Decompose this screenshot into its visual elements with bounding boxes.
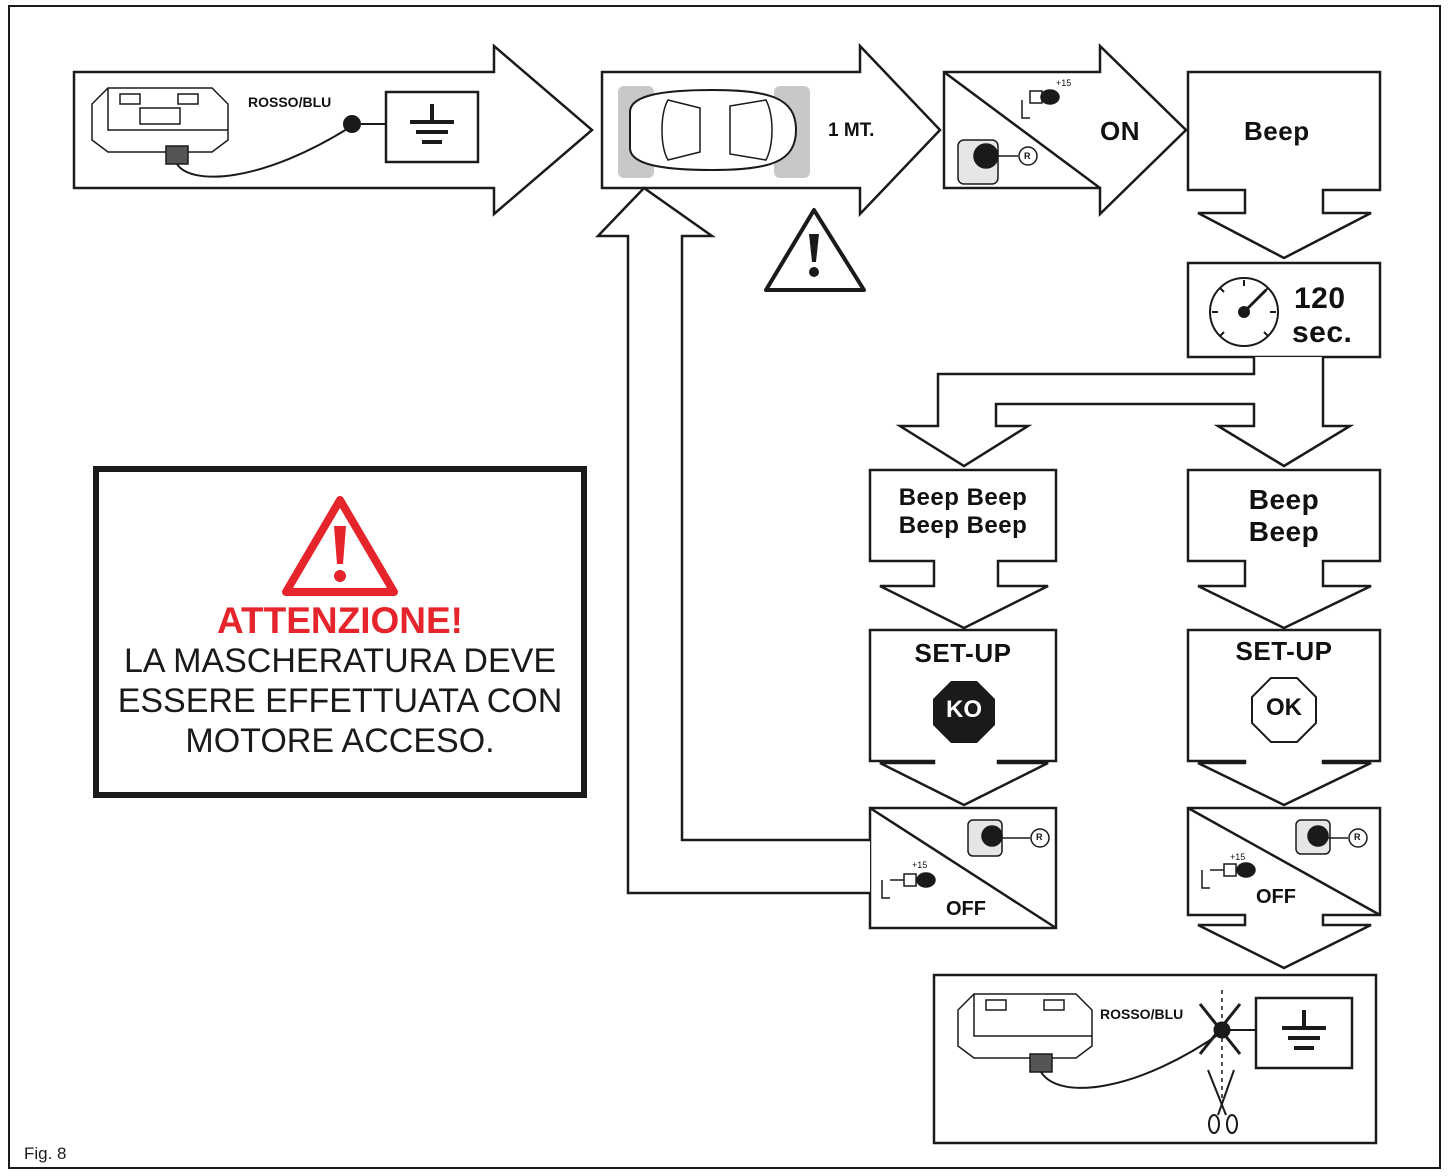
ground-icon-bottom: [1282, 1010, 1326, 1050]
gear-shifter-icon-on: [957, 139, 1038, 185]
warning-triangle-icon: [764, 208, 866, 292]
timer-gauge-icon: [1209, 277, 1279, 347]
branch-arrow-left: [895, 357, 1355, 468]
gear-r-off-right: R: [1354, 832, 1361, 842]
gear-r-off-left: R: [1036, 832, 1043, 842]
figure-frame: [8, 5, 1441, 1169]
scissors-icon: [1207, 1069, 1238, 1134]
ok-octagon-icon: [1251, 677, 1317, 743]
warning-title: ATTENZIONE!: [217, 600, 463, 641]
ground-icon: [410, 104, 454, 144]
ground-box-bottom: [1254, 996, 1354, 1070]
car-icon: [618, 86, 810, 178]
step-beep4-arrow: [868, 468, 1058, 630]
beep4-label: Beep Beep Beep Beep: [898, 484, 1028, 539]
gear-r-on: R: [1024, 151, 1031, 161]
ko-octagon-icon: [933, 681, 995, 743]
key-label-off-left: +15: [912, 860, 928, 870]
timer-unit: sec.: [1292, 316, 1353, 349]
setup-ko-title: SET-UP: [914, 638, 1012, 668]
loop-back-arrow: [595, 186, 870, 895]
step-ignition-on-arrow: [942, 43, 1188, 217]
ignition-off-left-label: OFF: [946, 898, 986, 920]
control-unit-icon-bottom: [957, 993, 1223, 1089]
key-label-on: +15: [1056, 78, 1072, 88]
beep-label: Beep: [1244, 116, 1310, 146]
warning-red-triangle-icon: [99, 494, 581, 603]
wire-label-top: ROSSO/BLU: [248, 94, 332, 110]
step-beep2-arrow: [1186, 468, 1382, 630]
control-unit-icon: [91, 87, 356, 178]
step-ignition-off-right-arrow: [1186, 806, 1382, 970]
setup-ok-title: SET-UP: [1235, 636, 1333, 666]
setup-ko-badge: KO: [946, 696, 982, 723]
warning-line-1: LA MASCHERATURA DEVE: [123, 642, 557, 680]
key-icon-off-right: [1201, 862, 1256, 889]
warning-box: ATTENZIONE! LA MASCHERATURA DEVE ESSERE …: [93, 466, 587, 798]
ignition-on-label: ON: [1100, 116, 1140, 146]
gear-shifter-icon-off-right: [1295, 819, 1368, 855]
step-beep-arrow: [1186, 70, 1382, 260]
warning-line-3: MOTORE ACCESO.: [185, 722, 495, 760]
wire-junction-dot: [343, 115, 361, 133]
warning-line-2: ESSERE EFFETTUATA CON: [117, 682, 563, 720]
ignition-off-right-label: OFF: [1256, 886, 1296, 908]
wire-label-bottom: ROSSO/BLU: [1100, 1006, 1184, 1022]
key-icon-on: [1021, 89, 1060, 119]
beep2-label: Beep Beep: [1248, 484, 1320, 547]
timer-value: 120: [1294, 282, 1346, 315]
gear-shifter-icon-off-left: [967, 819, 1050, 857]
setup-ok-badge: OK: [1266, 694, 1302, 721]
distance-label: 1 MT.: [828, 120, 875, 141]
cut-point-icon: [1198, 990, 1242, 1110]
key-label-off-right: +15: [1230, 852, 1246, 862]
figure-label: Fig. 8: [24, 1144, 67, 1163]
key-icon-off-left: [881, 872, 936, 899]
ground-box-top: [384, 90, 480, 164]
